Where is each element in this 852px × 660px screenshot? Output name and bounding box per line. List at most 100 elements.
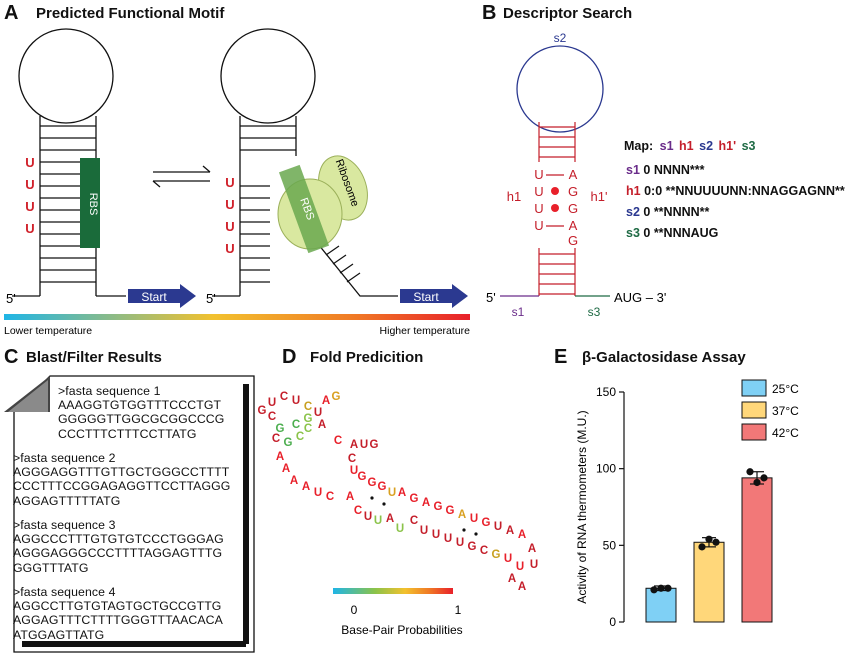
- right-hairpin: [212, 28, 398, 297]
- data-point-25°C-1: [650, 586, 658, 594]
- svg-text:G: G: [304, 413, 313, 425]
- svg-text:A: A: [386, 513, 394, 525]
- svg-text:G: G: [358, 471, 367, 483]
- legend-label-25°C: 25°C: [772, 382, 799, 396]
- fasta-document-frame: [4, 375, 255, 653]
- fold-prediction-structure: G U C U C U A G A G C C C G C G C A A A …: [258, 391, 539, 637]
- h1-prime-label: h1': [591, 189, 608, 204]
- svg-text:G: G: [368, 477, 377, 489]
- svg-text:U: U: [516, 561, 524, 573]
- svg-text:U: U: [456, 537, 464, 549]
- svg-text:G: G: [468, 541, 477, 553]
- svg-text:C: C: [334, 435, 342, 447]
- left-u-2: U: [25, 177, 34, 192]
- svg-text:A: A: [458, 509, 466, 521]
- data-point-25°C-3: [664, 584, 672, 592]
- b-left-u-4: U: [534, 218, 543, 233]
- s2-loop: [516, 45, 604, 133]
- b-right-a-1: A: [569, 167, 578, 182]
- bpp-max: 1: [455, 603, 462, 617]
- right-u-2: U: [225, 197, 234, 212]
- svg-text:U: U: [292, 395, 300, 407]
- svg-text:A: A: [318, 419, 326, 431]
- right-rbs-box: [278, 164, 330, 254]
- left-five-prime: 5': [6, 291, 16, 306]
- fasta-entry-1: >fasta sequence 1 AAAGGTGTGGTTTCCCTGT GG…: [58, 384, 225, 441]
- svg-text:G: G: [410, 493, 419, 505]
- data-point-42°C-1: [746, 468, 754, 476]
- panel-e-letter: E: [554, 346, 568, 368]
- right-u-3: U: [225, 219, 234, 234]
- svg-text:U: U: [360, 439, 368, 451]
- gu-pair-dot-2: [551, 204, 559, 212]
- left-rbs-box: [80, 158, 100, 248]
- left-u-4: U: [25, 221, 34, 236]
- svg-text:U: U: [444, 533, 452, 545]
- svg-text:U: U: [470, 513, 478, 525]
- svg-text:C: C: [272, 433, 280, 445]
- legend-swatch-25°C: [741, 379, 767, 397]
- legend-swatch-42°C: [741, 423, 767, 441]
- b-right-g-1: G: [568, 184, 578, 199]
- panel-e-title: β-Galactosidase Assay: [582, 349, 746, 366]
- equilibrium-arrows: [152, 165, 211, 188]
- svg-text:A: A: [422, 497, 430, 509]
- svg-text:C: C: [268, 411, 276, 423]
- svg-text:U: U: [432, 529, 440, 541]
- descriptor-h1: h1 0:0 **NNUUUUNN:NNAGGAGNN**: [626, 184, 845, 198]
- fasta-header-1: >fasta sequence 1: [58, 384, 161, 398]
- descriptor-s1: s1 0 NNNN***: [626, 163, 705, 177]
- panel-c-letter: C: [4, 346, 19, 368]
- map-h1-prime: h1': [718, 139, 737, 153]
- svg-text:C: C: [296, 431, 304, 443]
- svg-text:C: C: [354, 505, 362, 517]
- svg-text:U: U: [314, 407, 322, 419]
- svg-text:U: U: [420, 525, 428, 537]
- svg-text:C: C: [480, 545, 488, 557]
- svg-text:A: A: [290, 475, 298, 487]
- data-point-37°C-1: [698, 543, 706, 551]
- legend-swatch-37°C: [741, 401, 767, 419]
- y-tick-label-50: 50: [603, 538, 617, 552]
- bpp-label: Base-Pair Probabilities: [341, 623, 462, 637]
- bars: [645, 468, 773, 623]
- right-start-label: Start: [413, 290, 439, 304]
- svg-text:G: G: [446, 505, 455, 517]
- svg-text:C: C: [348, 453, 356, 465]
- fasta-entry-4: >fasta sequence 4 AGGCCTTGTGTAGTGCTGCCGT…: [13, 585, 223, 642]
- right-base-pairs: [240, 125, 296, 283]
- data-point-42°C-3: [760, 474, 768, 482]
- right-u-4: U: [225, 241, 234, 256]
- svg-text:A: A: [518, 529, 526, 541]
- svg-text:U: U: [388, 487, 396, 499]
- svg-text:U: U: [268, 397, 276, 409]
- b-five-prime: 5': [486, 290, 496, 305]
- panel-b-title: Descriptor Search: [503, 5, 633, 22]
- map-label: Map:: [624, 139, 654, 153]
- left-start-label: Start: [141, 290, 167, 304]
- svg-text:U: U: [374, 515, 382, 527]
- temperature-gradient-bar: [4, 314, 470, 320]
- svg-text:U: U: [494, 521, 502, 533]
- gu-pair-dot-1: [551, 187, 559, 195]
- fasta-header-2: >fasta sequence 2: [13, 451, 116, 465]
- b-left-u-3: U: [534, 201, 543, 216]
- right-u-1: U: [225, 175, 234, 190]
- b-right-a-2: A: [569, 218, 578, 233]
- panel-d-letter: D: [282, 346, 297, 368]
- descriptor-s2: s2 0 **NNNN**: [626, 205, 710, 219]
- svg-text:U: U: [530, 559, 538, 571]
- legend-label-37°C: 37°C: [772, 404, 799, 418]
- svg-text:A: A: [322, 395, 330, 407]
- data-point-37°C-3: [712, 538, 720, 546]
- svg-text:A: A: [506, 525, 514, 537]
- svg-text:A: A: [398, 487, 406, 499]
- svg-text:A: A: [518, 581, 526, 593]
- svg-text:C: C: [326, 491, 334, 503]
- svg-text:C: C: [280, 391, 288, 403]
- svg-text:A: A: [350, 439, 358, 451]
- svg-text:U: U: [364, 511, 372, 523]
- svg-text:G: G: [482, 517, 491, 529]
- gradient-low-label: Lower temperature: [4, 325, 92, 337]
